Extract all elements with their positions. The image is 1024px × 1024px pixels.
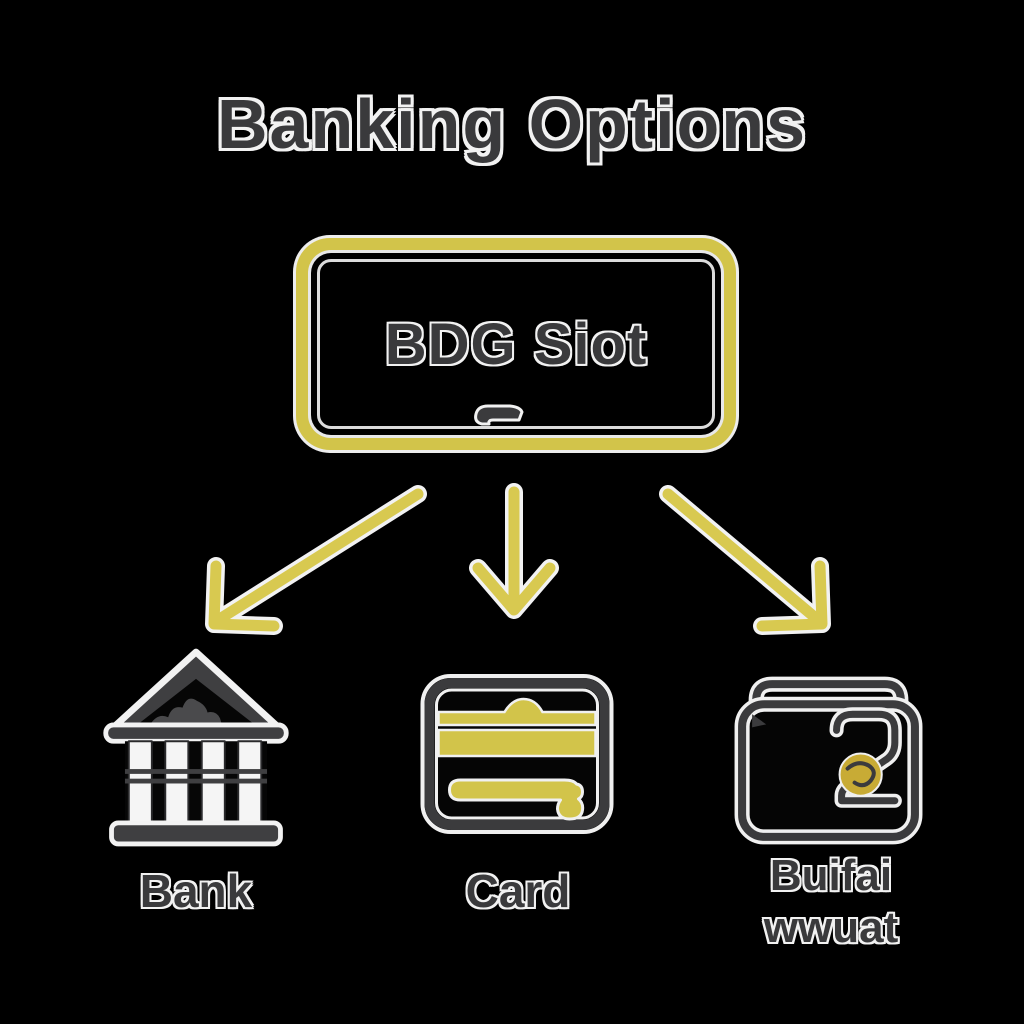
wallet-label-line1: Buifai	[769, 851, 893, 900]
bdg-slot-box: BDG Siot	[296, 238, 736, 450]
card-label: Card	[465, 865, 571, 917]
bank-label: Bank	[139, 865, 253, 917]
option-wallet	[724, 662, 930, 853]
bdg-slot-box-mid-border: BDG Siot	[311, 253, 721, 435]
option-card	[414, 668, 620, 845]
credit-card-icon	[420, 674, 614, 834]
page-title: Banking Options	[217, 85, 807, 163]
arrow-down-left-icon	[205, 485, 427, 635]
bdg-slot-label: BDG Siot	[384, 311, 648, 377]
bank-building-icon	[103, 648, 289, 847]
wallet-icon	[734, 676, 923, 845]
slot-hook-icon	[474, 404, 524, 426]
bdg-slot-box-inner: BDG Siot	[317, 259, 715, 429]
wallet-label-line2: wwuat	[763, 903, 899, 952]
arrow-down-right-icon	[659, 485, 831, 635]
arrow-down-icon	[469, 483, 559, 619]
wallet-label: Buifai wwuat	[716, 850, 946, 954]
option-bank	[100, 646, 292, 853]
